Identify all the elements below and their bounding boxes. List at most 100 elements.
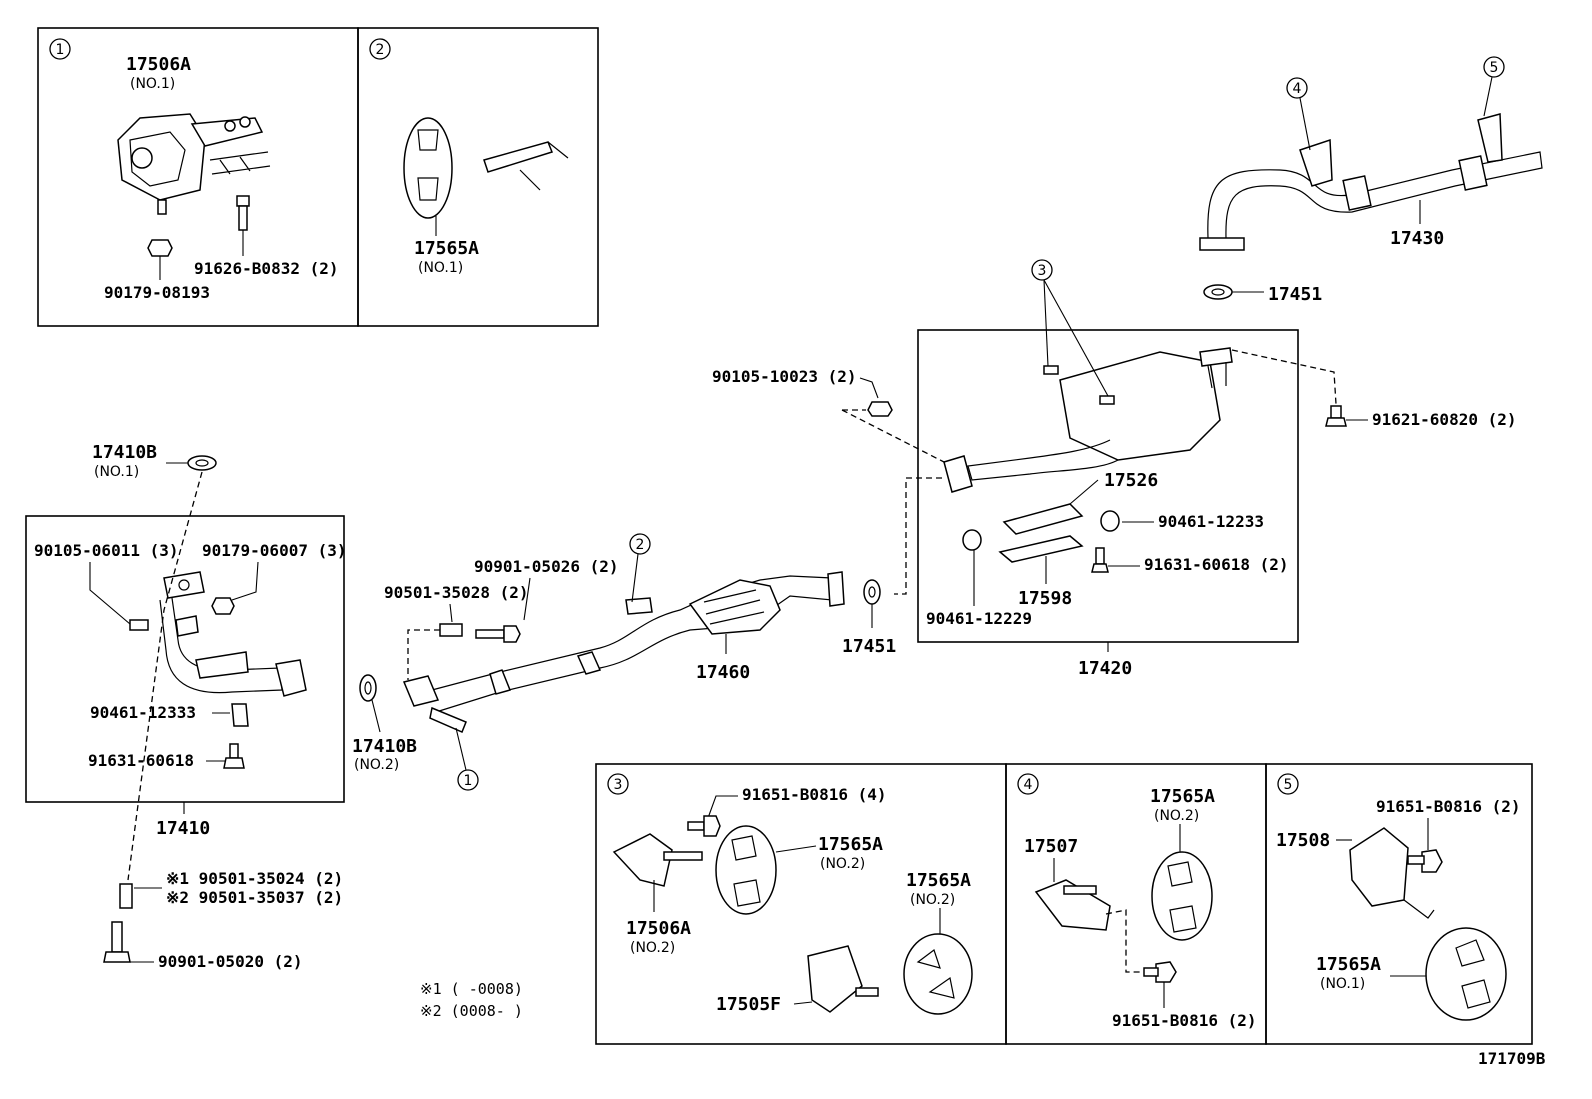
nut-90105-06011-label: 90105-06011 (3) (34, 541, 179, 560)
nut-90105-10023-label: 90105-10023 (2) (712, 367, 857, 386)
detail-box-3: 3 91651-B0816 (4) 17565A (NO.2) 17506A (… (595, 763, 1007, 1045)
heat-insulator-17526-label: 17526 (1104, 470, 1158, 491)
hanger-no1-sub: (NO.1) (418, 260, 463, 276)
bolt-91651-4-label: 91651-B0816 (4) (742, 785, 887, 804)
screw-icon (1091, 547, 1109, 573)
rubber-hanger-icon (715, 825, 777, 915)
hanger-d5-sub: (NO.1) (1320, 976, 1365, 992)
gasket-17410B-no2-label: 17410B (352, 736, 417, 757)
callout-1: 1 (464, 773, 473, 789)
detail-2-number: 2 (376, 42, 385, 58)
bolt-icon (236, 195, 250, 256)
bracket-17506A-no2-label: 17506A (626, 918, 691, 939)
lower-insulator-icon (998, 535, 1084, 563)
detail-box-5: 5 91651-B0816 (2) 17508 17565A (NO.1) (1265, 763, 1533, 1045)
callout-3: 3 (1038, 263, 1047, 279)
gasket-17410B-no2: 17410B (NO.2) (352, 674, 417, 773)
bolt-icon (475, 625, 521, 643)
gasket-17451-mid-label: 17451 (842, 636, 896, 657)
gasket-17410B-no1-label: 17410B (92, 442, 157, 463)
bolt-91651-2-d4-label: 91651-B0816 (2) (1112, 1011, 1257, 1030)
rubber-hanger-icon (403, 117, 569, 236)
hanger-17565A-no2-label: 17565A (818, 834, 883, 855)
nut-90179-label: 90179-08193 (104, 283, 210, 302)
mount-no1-sub: (NO.1) (130, 76, 175, 92)
spring-90501-35028-label: 90501-35028 (2) (384, 583, 529, 602)
bracket-17505F-label: 17505F (716, 994, 781, 1015)
hanger-2-sub: (NO.2) (910, 892, 955, 908)
insulator-17598-label: 17598 (1018, 588, 1072, 609)
diagram-id: 171709B (1478, 1049, 1546, 1068)
stud-icon (129, 619, 149, 631)
mount-rubber-icon (117, 113, 271, 215)
rubber-hanger-icon (1425, 927, 1507, 1021)
note-1: ※1 ( -0008) (420, 980, 523, 998)
detail-box-4: 4 17565A (NO.2) 17507 91651-B0816 (2) (1005, 763, 1267, 1045)
spring-90501-35037-label: ※2 90501-35037 (2) (166, 888, 343, 907)
bolt-91651-2-d5-label: 91651-B0816 (2) (1376, 797, 1521, 816)
front-pipe-box: 90105-06011 (3) 90179-06007 (3) 90461-12… (25, 515, 347, 839)
spring-90501-35024-label: ※1 90501-35024 (2) (166, 869, 343, 888)
bolt-icon (687, 815, 721, 837)
bolt-90901-05020-label: 90901-05020 (2) (158, 952, 303, 971)
callout-2: 2 (636, 537, 645, 553)
tail-pipe-17430-label: 17430 (1390, 228, 1444, 249)
hanger-17565A-no2-d4-label: 17565A (1150, 786, 1215, 807)
nut-icon (147, 239, 173, 280)
hanger-2-17565A-label: 17565A (906, 870, 971, 891)
detail-box-1: 1 17506A (NO.1) 91626-B0832 (2) 90179-08… (37, 27, 359, 327)
front-pipe-17410-label: 17410 (156, 818, 210, 839)
hanger-d4-sub: (NO.2) (1154, 808, 1199, 824)
bracket-17508-label: 17508 (1276, 830, 1330, 851)
gasket-17451-mid: 17451 (842, 579, 896, 657)
front-spring-group: ※1 90501-35024 (2) ※2 90501-35037 (2) 90… (103, 869, 343, 971)
screw-icon (223, 743, 245, 769)
bolt-icon (1330, 405, 1342, 419)
bolt-91621-label: 91621-60820 (2) (1372, 410, 1517, 429)
clamp-90461-12233-label: 90461-12233 (1158, 512, 1264, 531)
hanger-17565A-no1-d5-label: 17565A (1316, 954, 1381, 975)
bracket-icon (1034, 879, 1111, 931)
gasket-17451-label: 17451 (1268, 284, 1322, 305)
heat-insulator-icon (1002, 503, 1084, 535)
clamp-b-icon (962, 529, 982, 551)
detail-4-number: 4 (1024, 777, 1033, 793)
muffler-nut-group: 90105-10023 (2) (712, 367, 945, 595)
notes: ※1 ( -0008) ※2 (0008- ) (420, 980, 523, 1020)
hanger-17565A-no1-label: 17565A (414, 238, 479, 259)
gasket-no1-sub: (NO.1) (94, 464, 139, 480)
detail-box-2: 2 17565A (NO.1) (357, 27, 599, 327)
bolt-90901-05026-label: 90901-05026 (2) (474, 557, 619, 576)
mount-17506A-no1-label: 17506A (126, 54, 191, 75)
bracket-17507-label: 17507 (1024, 836, 1078, 857)
nut-icon (211, 597, 235, 615)
gasket-17451-top: 17451 (1203, 284, 1322, 305)
bracket-2-icon (807, 945, 863, 1013)
bolt-icon (1143, 961, 1177, 983)
spring-icon (439, 623, 463, 637)
bolt-icon (103, 921, 131, 963)
detail-1-number: 1 (56, 42, 65, 58)
bolt-91626-label: 91626-B0832 (2) (194, 259, 339, 278)
hanger-no2-sub: (NO.2) (820, 856, 865, 872)
rubber-hanger-2-icon (903, 933, 973, 1015)
nut-90179-06007-label: 90179-06007 (3) (202, 541, 347, 560)
tail-pipe-assembly: 4 5 17430 (1199, 56, 1543, 251)
clamp-icon (1100, 510, 1120, 532)
center-bolt-group: 90901-05026 (2) 90501-35028 (2) (384, 557, 619, 680)
note-2: ※2 (0008- ) (420, 1002, 523, 1020)
callout-4: 4 (1293, 81, 1302, 97)
screw-91631-60618-label: 91631-60618 (88, 751, 194, 770)
bolt-icon (1407, 849, 1443, 873)
clamp-90461-12333-label: 90461-12333 (90, 703, 196, 722)
bracket-icon (612, 833, 673, 887)
nut-icon (867, 401, 893, 417)
center-pipe-17460-label: 17460 (696, 662, 750, 683)
spring-icon (119, 883, 133, 909)
tail-bolt-group: 91621-60820 (2) (1231, 349, 1517, 429)
clamp-icon (231, 703, 249, 727)
center-pipe-assembly: 2 1 17460 (402, 533, 845, 791)
muffler-box: 3 17526 17598 90461-12233 90461-12229 91… (917, 259, 1299, 679)
bracket-icon (1349, 827, 1409, 907)
